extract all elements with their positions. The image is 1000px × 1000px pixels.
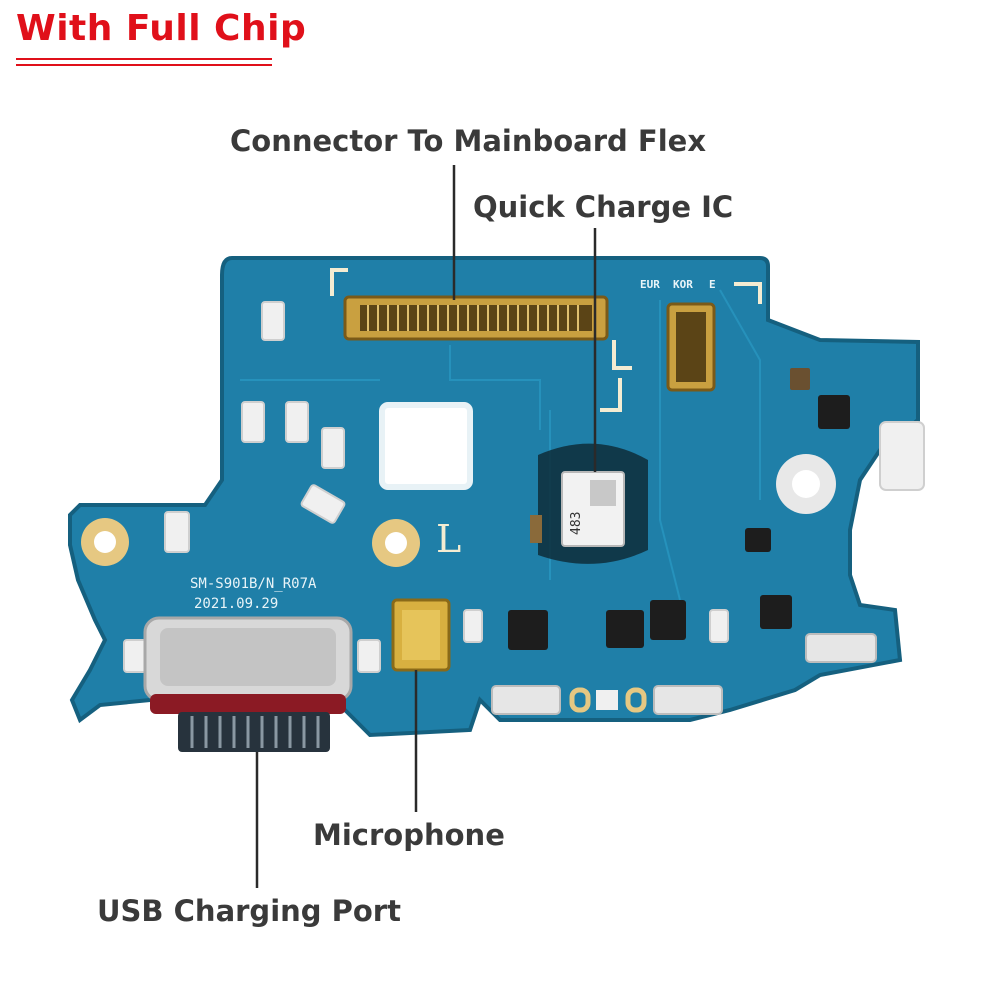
region-mark-eur: EUR xyxy=(640,278,660,291)
connector-label: Connector To Mainboard Flex xyxy=(230,124,707,158)
side-button-left xyxy=(491,685,561,715)
side-button-far-right xyxy=(805,633,877,663)
board-model: SM-S901B/N_R07A xyxy=(190,576,317,592)
side-button-right xyxy=(653,685,723,715)
pcb-window xyxy=(379,402,473,490)
chip-code: 483 xyxy=(569,512,584,535)
title-underline xyxy=(16,58,272,60)
side-mark: L xyxy=(436,517,461,561)
board-date: 2021.09.29 xyxy=(194,596,278,612)
page-title: With Full Chip xyxy=(16,8,307,49)
title-underline-second xyxy=(16,64,272,66)
quick-charge-label: Quick Charge IC xyxy=(473,190,734,224)
usb-port-label: USB Charging Port xyxy=(97,894,401,928)
region-mark-kor: KOR xyxy=(673,278,693,291)
microphone-label: Microphone xyxy=(313,818,505,852)
region-mark-e: E xyxy=(709,278,716,291)
